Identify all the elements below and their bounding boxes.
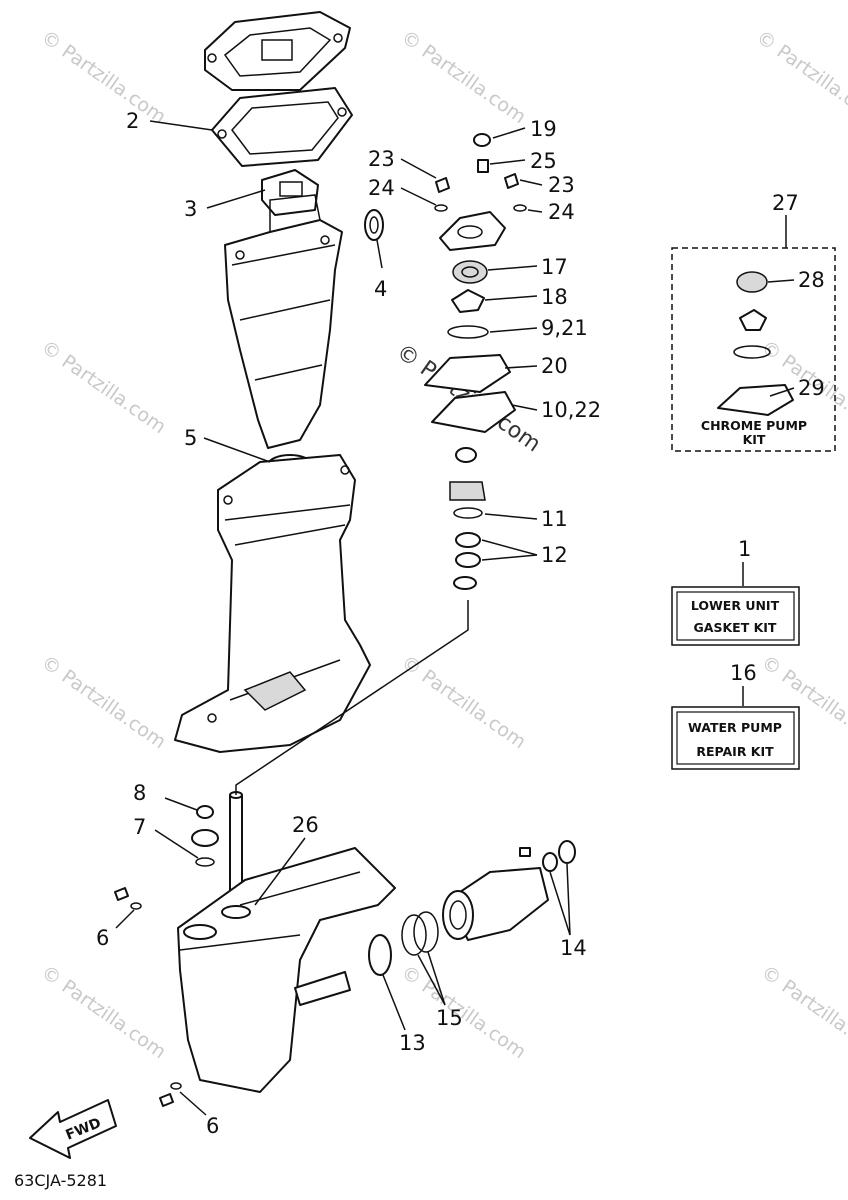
- callout-26: 26: [292, 813, 319, 837]
- watermark: © Partzilla.com: [757, 961, 848, 1063]
- chrome-pump-kit-box: [671, 215, 836, 452]
- callout-4: 4: [374, 277, 387, 301]
- gasket-2: [211, 87, 353, 167]
- propshaft-housing: [368, 840, 576, 976]
- connector-line: [235, 600, 469, 795]
- callout-6b: 6: [206, 1114, 219, 1138]
- diagram-id: 63CJA-5281: [14, 1171, 107, 1190]
- callout-19: 19: [530, 117, 557, 141]
- kit-lower-unit-line2: GASKET KIT: [694, 620, 777, 635]
- callout-23b: 23: [548, 173, 575, 197]
- water-pump-stack: [424, 133, 527, 590]
- callout-3: 3: [184, 197, 197, 221]
- kit-chrome-pump-line2: KIT: [743, 432, 766, 447]
- top-plate: [204, 11, 351, 91]
- callout-12: 12: [541, 543, 568, 567]
- callout-29: 29: [798, 376, 825, 400]
- callout-5: 5: [184, 426, 197, 450]
- kit-water-pump-line2: REPAIR KIT: [696, 744, 774, 759]
- callout-18: 18: [541, 285, 568, 309]
- watermark: © Partzilla.com: [397, 26, 530, 128]
- callout-8: 8: [133, 781, 146, 805]
- callout-24a: 24: [368, 176, 395, 200]
- callout-7: 7: [133, 815, 146, 839]
- callout-20: 20: [541, 354, 568, 378]
- upper-housing: [224, 194, 343, 449]
- callout-17: 17: [541, 255, 568, 279]
- seal-4: [364, 209, 384, 241]
- kit-water-pump-number: 16: [730, 661, 757, 685]
- kit-lower-unit: 1 LOWER UNIT GASKET KIT: [671, 537, 800, 646]
- kit-chrome-pump-line1: CHROME PUMP: [701, 418, 807, 433]
- watermark: © Partzilla.com: [37, 26, 170, 128]
- callout-28: 28: [798, 268, 825, 292]
- kit-chrome-pump: 27 CHROME PUMP KIT: [701, 191, 807, 447]
- middle-housing: [174, 454, 371, 753]
- kit-water-pump: 16 WATER PUMP REPAIR KIT: [671, 661, 800, 770]
- kit-chrome-pump-number: 27: [772, 191, 799, 215]
- watermark: © Partzilla.com: [37, 961, 170, 1063]
- callout-11: 11: [541, 507, 568, 531]
- gearcase: [177, 847, 396, 1093]
- callout-15: 15: [436, 1006, 463, 1030]
- part-3: [261, 169, 319, 216]
- callout-6a: 6: [96, 926, 109, 950]
- callout-25: 25: [530, 149, 557, 173]
- watermark: © Partzilla.com: [752, 26, 848, 128]
- fwd-arrow: FWD: [29, 1099, 117, 1159]
- watermark: © Partzilla.com: [37, 336, 170, 438]
- callouts: 2 3 4 5 19 23 25 23 24 24 17 18 9,21 20 …: [96, 109, 825, 1138]
- callout-9-21: 9,21: [541, 316, 588, 340]
- callout-2: 2: [126, 109, 139, 133]
- callout-24b: 24: [548, 200, 575, 224]
- callout-13: 13: [399, 1031, 426, 1055]
- small-parts-left: [114, 805, 219, 1107]
- callout-10-22: 10,22: [541, 398, 601, 422]
- kit-lower-unit-line1: LOWER UNIT: [691, 598, 780, 613]
- callout-14: 14: [560, 936, 587, 960]
- kit-lower-unit-number: 1: [738, 537, 751, 561]
- watermark: © Partzilla.com: [37, 651, 170, 753]
- callout-23a: 23: [368, 147, 395, 171]
- watermark: © Partzilla.com: [397, 651, 530, 753]
- kit-water-pump-line1: WATER PUMP: [688, 720, 782, 735]
